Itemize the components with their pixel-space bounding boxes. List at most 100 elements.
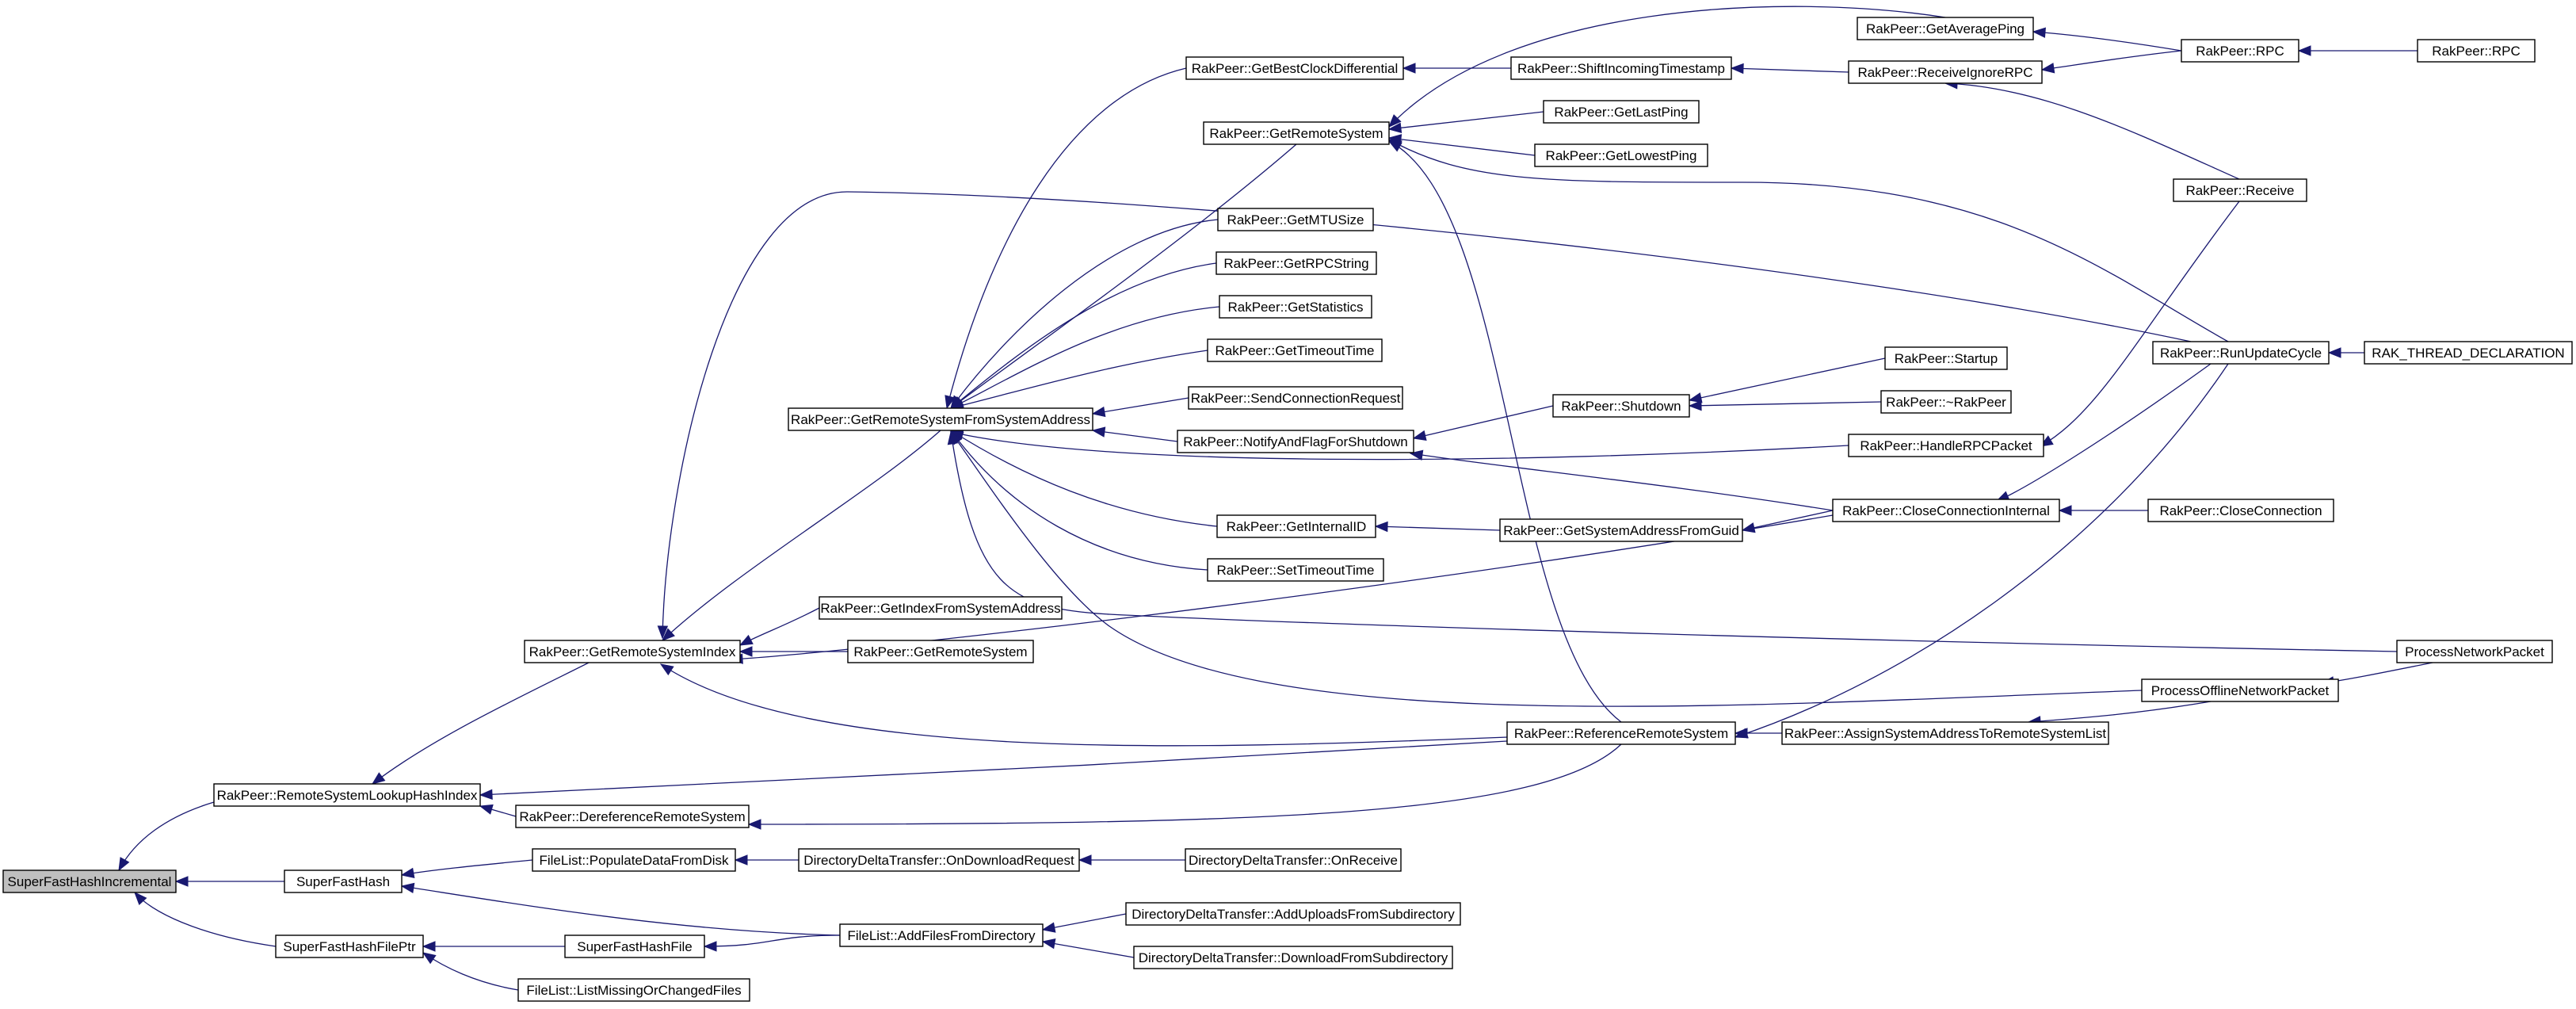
edge-line	[1996, 363, 2212, 502]
node-startup[interactable]: RakPeer::Startup	[1884, 346, 2008, 370]
node-getlowestping[interactable]: RakPeer::GetLowestPing	[1534, 143, 1708, 167]
node-receive[interactable]: RakPeer::Receive	[2173, 178, 2307, 202]
edge-runupdatecycle-to-closeconnectioninternal	[1995, 363, 2212, 502]
node-assignsystemaddress[interactable]: RakPeer::AssignSystemAddressToRemoteSyst…	[1781, 721, 2109, 745]
edge-line	[1689, 357, 1886, 401]
node-label: RAK_THREAD_DECLARATION	[2372, 346, 2564, 361]
edge-line	[950, 431, 1849, 461]
node-referenceremotesystem[interactable]: RakPeer::ReferenceRemoteSystem	[1506, 721, 1736, 745]
node-superfasthashfile[interactable]: SuperFastHashFile	[564, 934, 705, 958]
arrowhead	[657, 625, 669, 640]
node-shutdown[interactable]: RakPeer::Shutdown	[1552, 394, 1690, 418]
node-downloadfromsubdirectory[interactable]: DirectoryDeltaTransfer::DownloadFromSubd…	[1133, 946, 1453, 969]
node-processnetworkpacket[interactable]: ProcessNetworkPacket	[2396, 640, 2553, 663]
node-box	[2, 869, 177, 893]
arrowhead	[1688, 399, 1702, 411]
node-box	[2181, 39, 2299, 63]
node-box	[1219, 295, 1372, 319]
node-adduploadsfromsubdirectory[interactable]: DirectoryDeltaTransfer::AddUploadsFromSu…	[1125, 902, 1461, 926]
node-label: RakPeer::GetInternalID	[1227, 519, 1367, 534]
node-getstatistics[interactable]: RakPeer::GetStatistics	[1219, 295, 1372, 319]
edge-referenceremotesystem-to-getremotesystem_a	[1387, 140, 1622, 723]
arrowhead	[1041, 938, 1056, 950]
arrowhead	[1041, 922, 1056, 933]
edge-rpc_a-to-receiveignorerpc	[2040, 50, 2182, 74]
node-superfasthashfileptr[interactable]: SuperFastHashFilePtr	[275, 934, 424, 958]
node-superfasthashincremental[interactable]: SuperFastHashIncremental	[2, 869, 177, 893]
node-remotesystemlookuphashindex[interactable]: RakPeer::RemoteSystemLookupHashIndex	[213, 783, 481, 807]
arrowhead	[134, 892, 147, 905]
node-box	[2141, 678, 2339, 702]
node-processofflinenetworkpacket[interactable]: ProcessOfflineNetworkPacket	[2141, 678, 2339, 702]
arrowhead	[479, 804, 494, 815]
node-getsystemaddressfromguid[interactable]: RakPeer::GetSystemAddressFromGuid	[1499, 518, 1743, 542]
edge-line	[401, 859, 533, 876]
node-getremotesystem_b[interactable]: RakPeer::GetRemoteSystem	[847, 640, 1034, 663]
call-graph-edges	[118, 6, 2433, 991]
node-getremotesystem_a[interactable]: RakPeer::GetRemoteSystem	[1203, 121, 1390, 145]
edge-superfasthashfileptr-to-superfasthashincremental	[134, 892, 277, 947]
node-destructor[interactable]: RakPeer::~RakPeer	[1880, 390, 2012, 414]
node-getrpcstring[interactable]: RakPeer::GetRPCString	[1215, 251, 1377, 275]
edge-dereferenceremotesystem-to-remotesystemlookuphashindex	[479, 804, 517, 817]
edge-receive-to-handlerpcpacket	[2039, 201, 2240, 447]
node-getbestclockdifferential[interactable]: RakPeer::GetBestClockDifferential	[1185, 56, 1404, 80]
node-dereferenceremotesystem[interactable]: RakPeer::DereferenceRemoteSystem	[515, 805, 750, 828]
node-closeconnectioninternal[interactable]: RakPeer::CloseConnectionInternal	[1832, 499, 2060, 522]
node-getaverageping[interactable]: RakPeer::GetAveragePing	[1857, 17, 2034, 40]
node-onreceive[interactable]: DirectoryDeltaTransfer::OnReceive	[1185, 848, 1402, 872]
node-label: RakPeer::GetMTUSize	[1227, 212, 1364, 227]
edge-line	[422, 952, 519, 991]
node-label: ProcessOfflineNetworkPacket	[2151, 683, 2330, 698]
node-label: RakPeer::GetRemoteSystemIndex	[529, 644, 736, 659]
node-handlerpcpacket[interactable]: RakPeer::HandleRPCPacket	[1848, 434, 2044, 457]
node-rpc_a[interactable]: RakPeer::RPC	[2181, 39, 2299, 63]
node-shiftincomingtimestamp[interactable]: RakPeer::ShiftIncomingTimestamp	[1510, 56, 1732, 80]
node-getmtusize[interactable]: RakPeer::GetMTUSize	[1217, 208, 1374, 231]
node-label: RakPeer::GetTimeoutTime	[1215, 343, 1375, 358]
arrowhead	[738, 634, 754, 646]
node-getremotesystemindex[interactable]: RakPeer::GetRemoteSystemIndex	[524, 640, 741, 663]
node-gettimeouttime[interactable]: RakPeer::GetTimeoutTime	[1207, 338, 1383, 362]
node-box	[1510, 56, 1732, 80]
node-sendconnectionrequest[interactable]: RakPeer::SendConnectionRequest	[1188, 386, 1403, 410]
arrowhead	[1412, 430, 1427, 441]
node-label: RakPeer::Startup	[1895, 351, 1998, 366]
edge-line	[479, 740, 1508, 796]
arrowhead	[400, 882, 415, 894]
node-rak_thread_declaration[interactable]: RAK_THREAD_DECLARATION	[2364, 341, 2573, 365]
arrowhead	[2327, 347, 2341, 358]
node-closeconnection[interactable]: RakPeer::CloseConnection	[2147, 499, 2334, 522]
node-box	[1185, 848, 1402, 872]
edge-line	[950, 430, 1218, 527]
edge-runupdatecycle-to-getremotesystem_a	[1387, 139, 2229, 342]
node-superfasthash[interactable]: SuperFastHash	[284, 869, 403, 893]
node-label: DirectoryDeltaTransfer::OnReceive	[1189, 853, 1398, 868]
node-box	[1884, 346, 2008, 370]
arrowhead	[2058, 505, 2072, 516]
edge-destructor-to-shutdown	[1688, 399, 1882, 411]
node-listmissingorchangedfiles[interactable]: FileList::ListMissingOrChangedFiles	[517, 978, 750, 1002]
edge-line	[950, 431, 2398, 652]
arrowhead	[400, 867, 415, 878]
node-box	[1832, 499, 2060, 522]
node-getinternalid[interactable]: RakPeer::GetInternalID	[1216, 514, 1376, 538]
node-populatedatafromdisk[interactable]: FileList::PopulateDataFromDisk	[532, 848, 736, 872]
edge-populatedatafromdisk-to-superfasthash	[400, 859, 533, 878]
node-getlastping[interactable]: RakPeer::GetLastPing	[1543, 100, 1700, 124]
node-getindexfromsystemaddress[interactable]: RakPeer::GetIndexFromSystemAddress	[819, 596, 1063, 620]
node-notifyandflagforshutdown[interactable]: RakPeer::NotifyAndFlagForShutdown	[1177, 430, 1414, 453]
node-rpc_b[interactable]: RakPeer::RPC	[2417, 39, 2536, 63]
node-box	[1848, 434, 2044, 457]
node-getremotesystemfromsystemaddress[interactable]: RakPeer::GetRemoteSystemFromSystemAddres…	[788, 407, 1093, 431]
node-runupdatecycle[interactable]: RakPeer::RunUpdateCycle	[2152, 341, 2330, 365]
node-label: RakPeer::HandleRPCPacket	[1860, 438, 2032, 453]
node-settimeouttime[interactable]: RakPeer::SetTimeoutTime	[1207, 558, 1384, 582]
node-label: RakPeer::Receive	[2185, 183, 2294, 198]
node-onDownloadrequest[interactable]: DirectoryDeltaTransfer::OnDownloadReques…	[798, 848, 1080, 872]
edge-closeconnection-to-closeconnectioninternal	[2058, 505, 2148, 516]
node-addfilesfromdirectory[interactable]: FileList::AddFilesFromDirectory	[839, 923, 1044, 947]
arrowhead	[1730, 63, 1744, 75]
node-receiveignorerpc[interactable]: RakPeer::ReceiveIgnoreRPC	[1848, 60, 2043, 84]
